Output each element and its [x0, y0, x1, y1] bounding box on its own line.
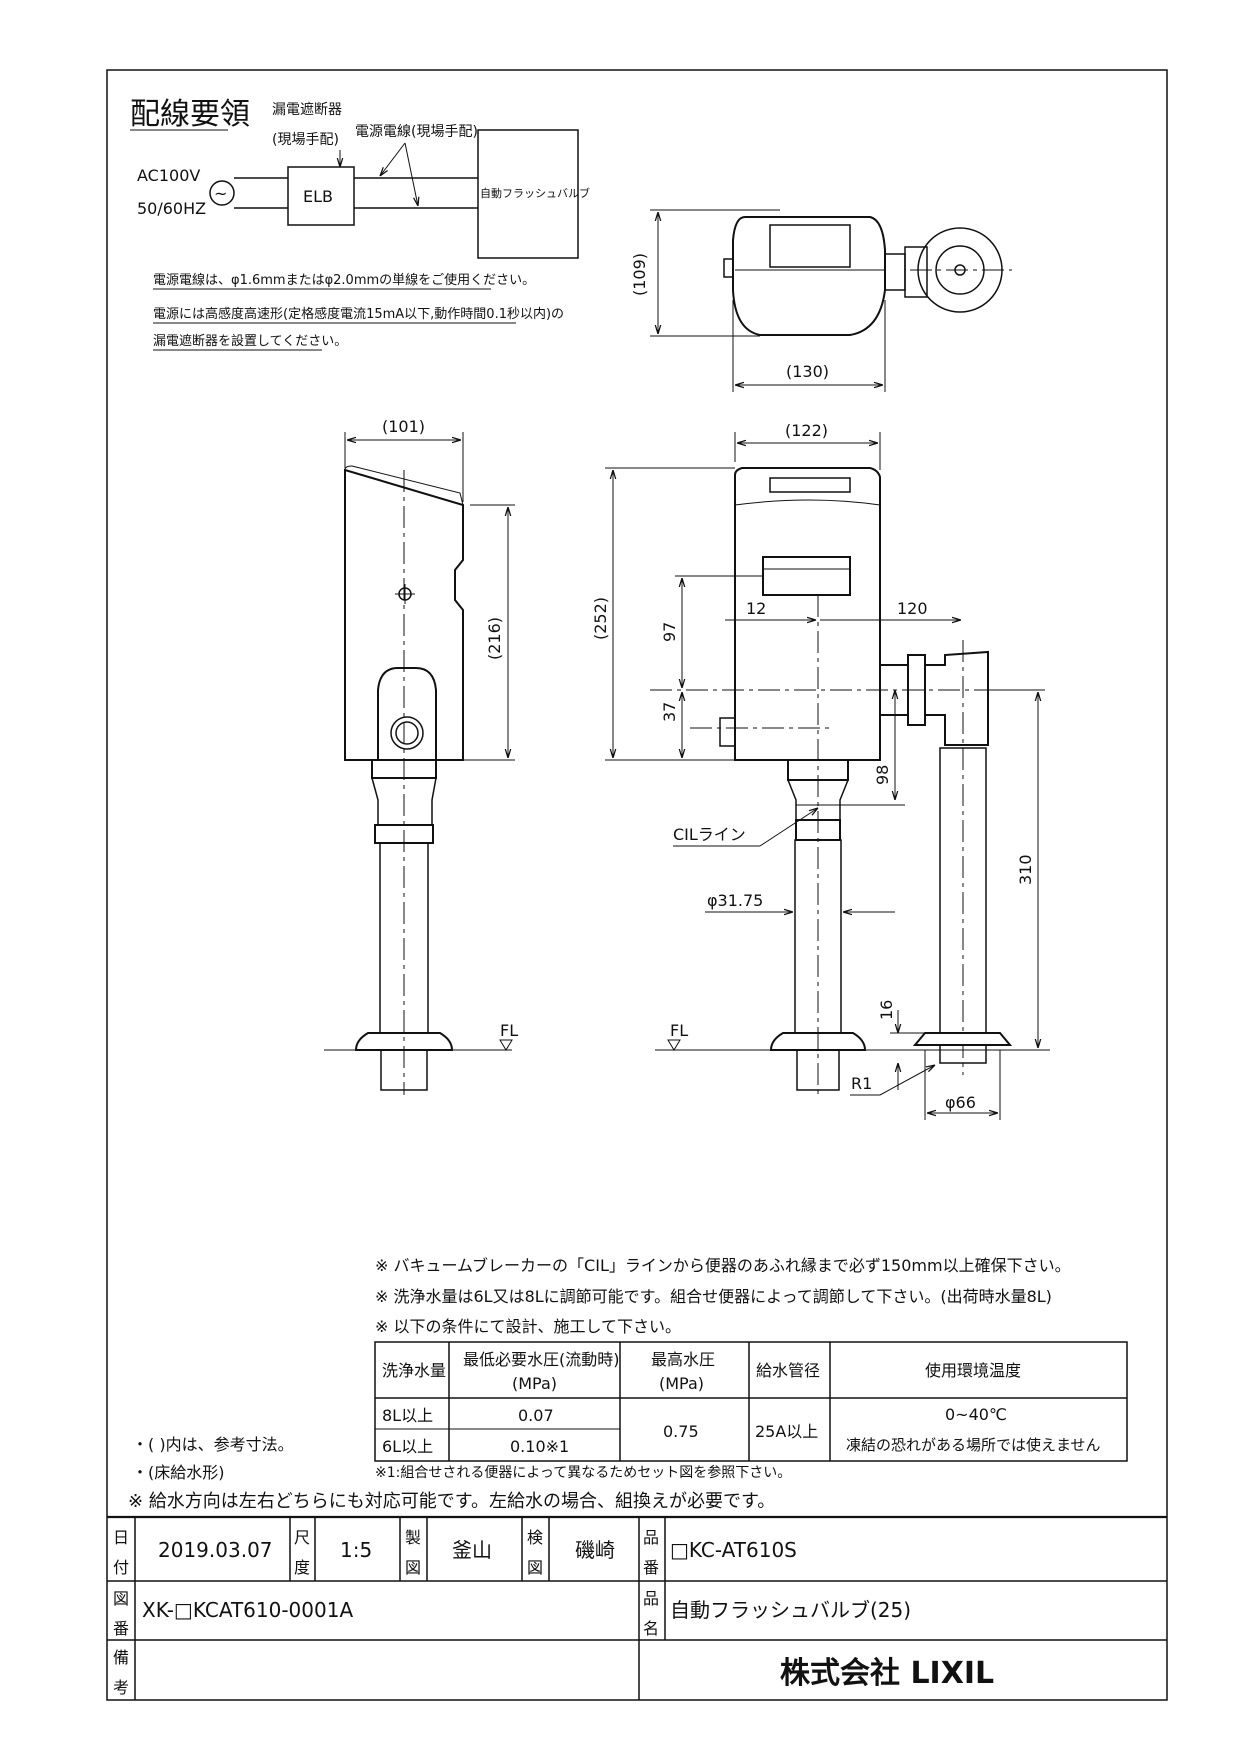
dim-radius: R1: [851, 1074, 872, 1093]
cell-max-pressure: 0.75: [663, 1422, 699, 1441]
dim-310: 310: [1016, 854, 1035, 885]
th-max-pressure: 最高水圧: [651, 1350, 715, 1369]
row-8l-volume: 8L以上: [382, 1406, 433, 1425]
side-view: FL (101) (216): [324, 417, 518, 1095]
date-label-2: 付: [113, 1558, 129, 1577]
drawn-label-2: 図: [405, 1558, 421, 1577]
wiring-note-3: 漏電遮断器を設置してください。: [153, 333, 347, 349]
th-max-pressure-unit: (MPa): [659, 1374, 704, 1393]
cell-temperature-note: 凍結の恐れがある場所では使えません: [846, 1436, 1101, 1454]
part-number: □KC-AT610S: [670, 1538, 797, 1562]
date-value: 2019.03.07: [158, 1538, 273, 1562]
scale-label-2: 度: [294, 1558, 310, 1577]
wiring-note-2: 電源には高感度高速形(定格感度電流15mA以下,動作時間0.1秒以内)の: [153, 306, 564, 322]
svg-text:~: ~: [214, 184, 227, 203]
date-label-1: 日: [113, 1528, 129, 1547]
drawn-by: 釜山: [452, 1538, 492, 1562]
drawing-number: XK-□KCAT610-0001A: [142, 1598, 353, 1622]
th-min-pressure: 最低必要水圧(流動時): [463, 1350, 620, 1369]
dim-front-height: (252): [591, 597, 610, 640]
checked-label-1: 検: [527, 1528, 543, 1547]
dim-pipe-diameter: φ31.75: [707, 891, 763, 910]
title-block: 日 付 2019.03.07 尺 度 1:5 製 図 釜山 検 図 磯崎 品 番…: [107, 1515, 1167, 1700]
elb-box: [287, 166, 355, 226]
cell-temperature: 0~40℃: [945, 1405, 1007, 1424]
th-temperature: 使用環境温度: [925, 1361, 1021, 1380]
row-6l-pressure: 0.10※1: [510, 1437, 569, 1456]
wiring-note-1: 電源電線は、φ1.6mmまたはφ2.0mmの単線をご使用ください。: [153, 272, 535, 288]
scale-value: 1:5: [340, 1538, 372, 1562]
elb-label-1: 漏電遮断器: [272, 102, 342, 118]
part-no-label-2: 番: [643, 1558, 659, 1577]
dim-37: 37: [660, 702, 679, 722]
drawn-label-1: 製: [405, 1528, 421, 1547]
checked-by: 磯崎: [575, 1538, 615, 1562]
top-view: (109) (130): [630, 209, 1012, 392]
supply-voltage: AC100V: [137, 166, 200, 185]
th-flush-volume: 洗浄水量: [382, 1361, 446, 1380]
flush-valve-text: 自動フラッシュバルブ: [480, 186, 590, 200]
supply-frequency: 50/60HZ: [137, 199, 206, 218]
cil-line-label: CILライン: [673, 825, 746, 844]
fl-label-side: FL: [500, 1021, 518, 1040]
remarks-label-1: 備: [113, 1648, 129, 1667]
dim-front-width: (122): [785, 421, 828, 440]
dim-flange-diameter: φ66: [945, 1093, 976, 1112]
remarks-label-2: 考: [113, 1678, 129, 1697]
note-reference-dims: ・( )内は、参考寸法。: [132, 1435, 294, 1454]
note-floor-supply: ・(床給水形): [132, 1463, 225, 1482]
th-pipe-size: 給水管径: [756, 1361, 820, 1380]
dim-side-height: (216): [485, 617, 504, 660]
note-conditions: ※ 以下の条件にて設計、施工して下さい。: [375, 1317, 681, 1336]
scale-label-1: 尺: [294, 1528, 310, 1547]
wiring-title: 配線要領: [130, 97, 250, 132]
drawing-border: [106, 69, 1168, 1701]
drawing-no-label-2: 番: [113, 1619, 129, 1638]
product-label-1: 品: [643, 1589, 659, 1608]
ac-source-symbol: [209, 180, 235, 206]
product-name: 自動フラッシュバルブ(25): [670, 1598, 911, 1622]
dim-16: 16: [877, 1000, 896, 1020]
flush-valve-box: [477, 129, 579, 259]
wiring-diagram: 配線要領 漏電遮断器 (現場手配) 電源電線(現場手配) AC100V 50/6…: [130, 97, 590, 351]
spec-table: 洗浄水量 最低必要水圧(流動時) (MPa) 最高水圧 (MPa) 給水管径 使…: [374, 1341, 1128, 1462]
checked-label-2: 図: [527, 1558, 543, 1577]
dim-top-width: (130): [786, 362, 829, 381]
front-view: FL (122) (252) 97 37 12 120 98 310: [591, 421, 1050, 1120]
drawing-no-label-1: 図: [113, 1589, 129, 1608]
elb-label-2: (現場手配): [272, 132, 339, 148]
cell-pipe-size: 25A以上: [755, 1422, 818, 1441]
row-8l-pressure: 0.07: [518, 1406, 554, 1425]
th-min-pressure-unit: (MPa): [512, 1374, 557, 1393]
dim-120: 120: [897, 599, 928, 618]
notes: ※ バキュームブレーカーの「CIL」ラインから便器のあふれ縁まで必ず150mm以…: [375, 1256, 1071, 1336]
dim-98: 98: [873, 765, 892, 785]
company-name: 株式会社 LIXIL: [780, 1656, 994, 1691]
note-cil: ※ バキュームブレーカーの「CIL」ラインから便器のあふれ縁まで必ず150mm以…: [375, 1256, 1071, 1275]
fl-label-front: FL: [670, 1021, 688, 1040]
dim-12: 12: [746, 599, 766, 618]
dim-top-depth: (109): [630, 253, 649, 296]
elb-text: ELB: [303, 187, 333, 206]
dim-97: 97: [660, 622, 679, 642]
part-no-label-1: 品: [643, 1528, 659, 1547]
power-wire-label: 電源電線(現場手配): [355, 124, 478, 140]
row-6l-volume: 6L以上: [382, 1437, 433, 1456]
product-label-2: 名: [643, 1619, 659, 1638]
note-footnote: ※1:組合せされる便器によって異なるためセット図を参照下さい。: [375, 1464, 791, 1481]
note-flush-volume: ※ 洗浄水量は6L又は8Lに調節可能です。組合せ便器によって調節して下さい。(出…: [375, 1287, 1052, 1306]
bottom-notes: ・( )内は、参考寸法。 ・(床給水形) ※1:組合せされる便器によって異なるた…: [128, 1435, 791, 1512]
dim-side-width: (101): [382, 417, 425, 436]
note-supply-direction: ※ 給水方向は左右どちらにも対応可能です。左給水の場合、組換えが必要です。: [128, 1491, 775, 1512]
